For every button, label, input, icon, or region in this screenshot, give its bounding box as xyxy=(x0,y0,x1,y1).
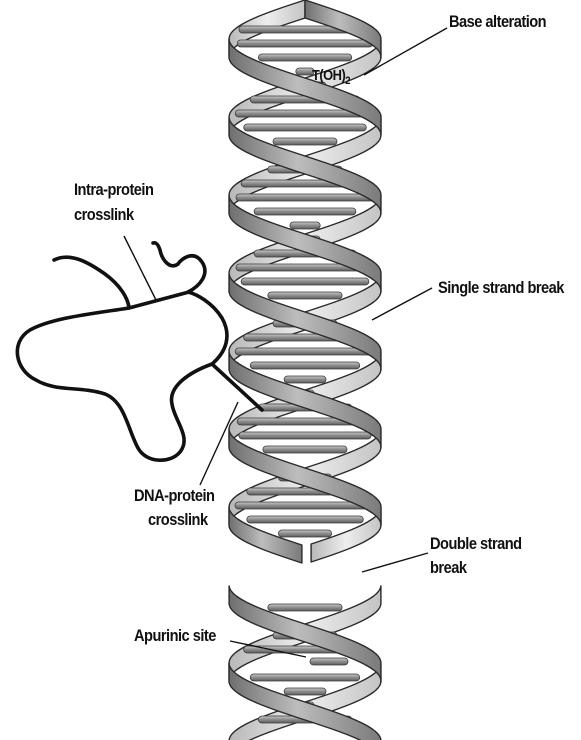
intra-protein-crosslink-bond xyxy=(129,292,189,308)
leader-single-strand-break xyxy=(372,288,432,320)
protein-chain xyxy=(17,243,227,460)
leader-base-alteration xyxy=(364,28,447,75)
label-apurinic-site: Apurinic site xyxy=(134,626,216,646)
label-modified-base: T(OH)2 xyxy=(312,66,350,87)
label-double-strand-break-line1: Double strand xyxy=(430,534,522,554)
leader-apurinic-site xyxy=(230,641,306,657)
label-single-strand-break: Single strand break xyxy=(438,278,564,298)
label-double-strand-break-line2: break xyxy=(430,558,466,578)
label-dna-protein-line2: crosslink xyxy=(148,510,208,530)
label-intra-protein-line1: Intra-protein xyxy=(74,180,153,200)
leader-intra-protein xyxy=(124,236,156,300)
label-dna-protein-line1: DNA-protein xyxy=(134,486,214,506)
modified-base-subscript: 2 xyxy=(345,75,350,87)
leader-dna-protein xyxy=(200,402,238,485)
leader-double-strand-break xyxy=(362,553,428,572)
label-base-alteration: Base alteration xyxy=(449,12,546,32)
label-intra-protein-line2: crosslink xyxy=(74,205,134,225)
modified-base-text: T(OH) xyxy=(312,67,345,84)
